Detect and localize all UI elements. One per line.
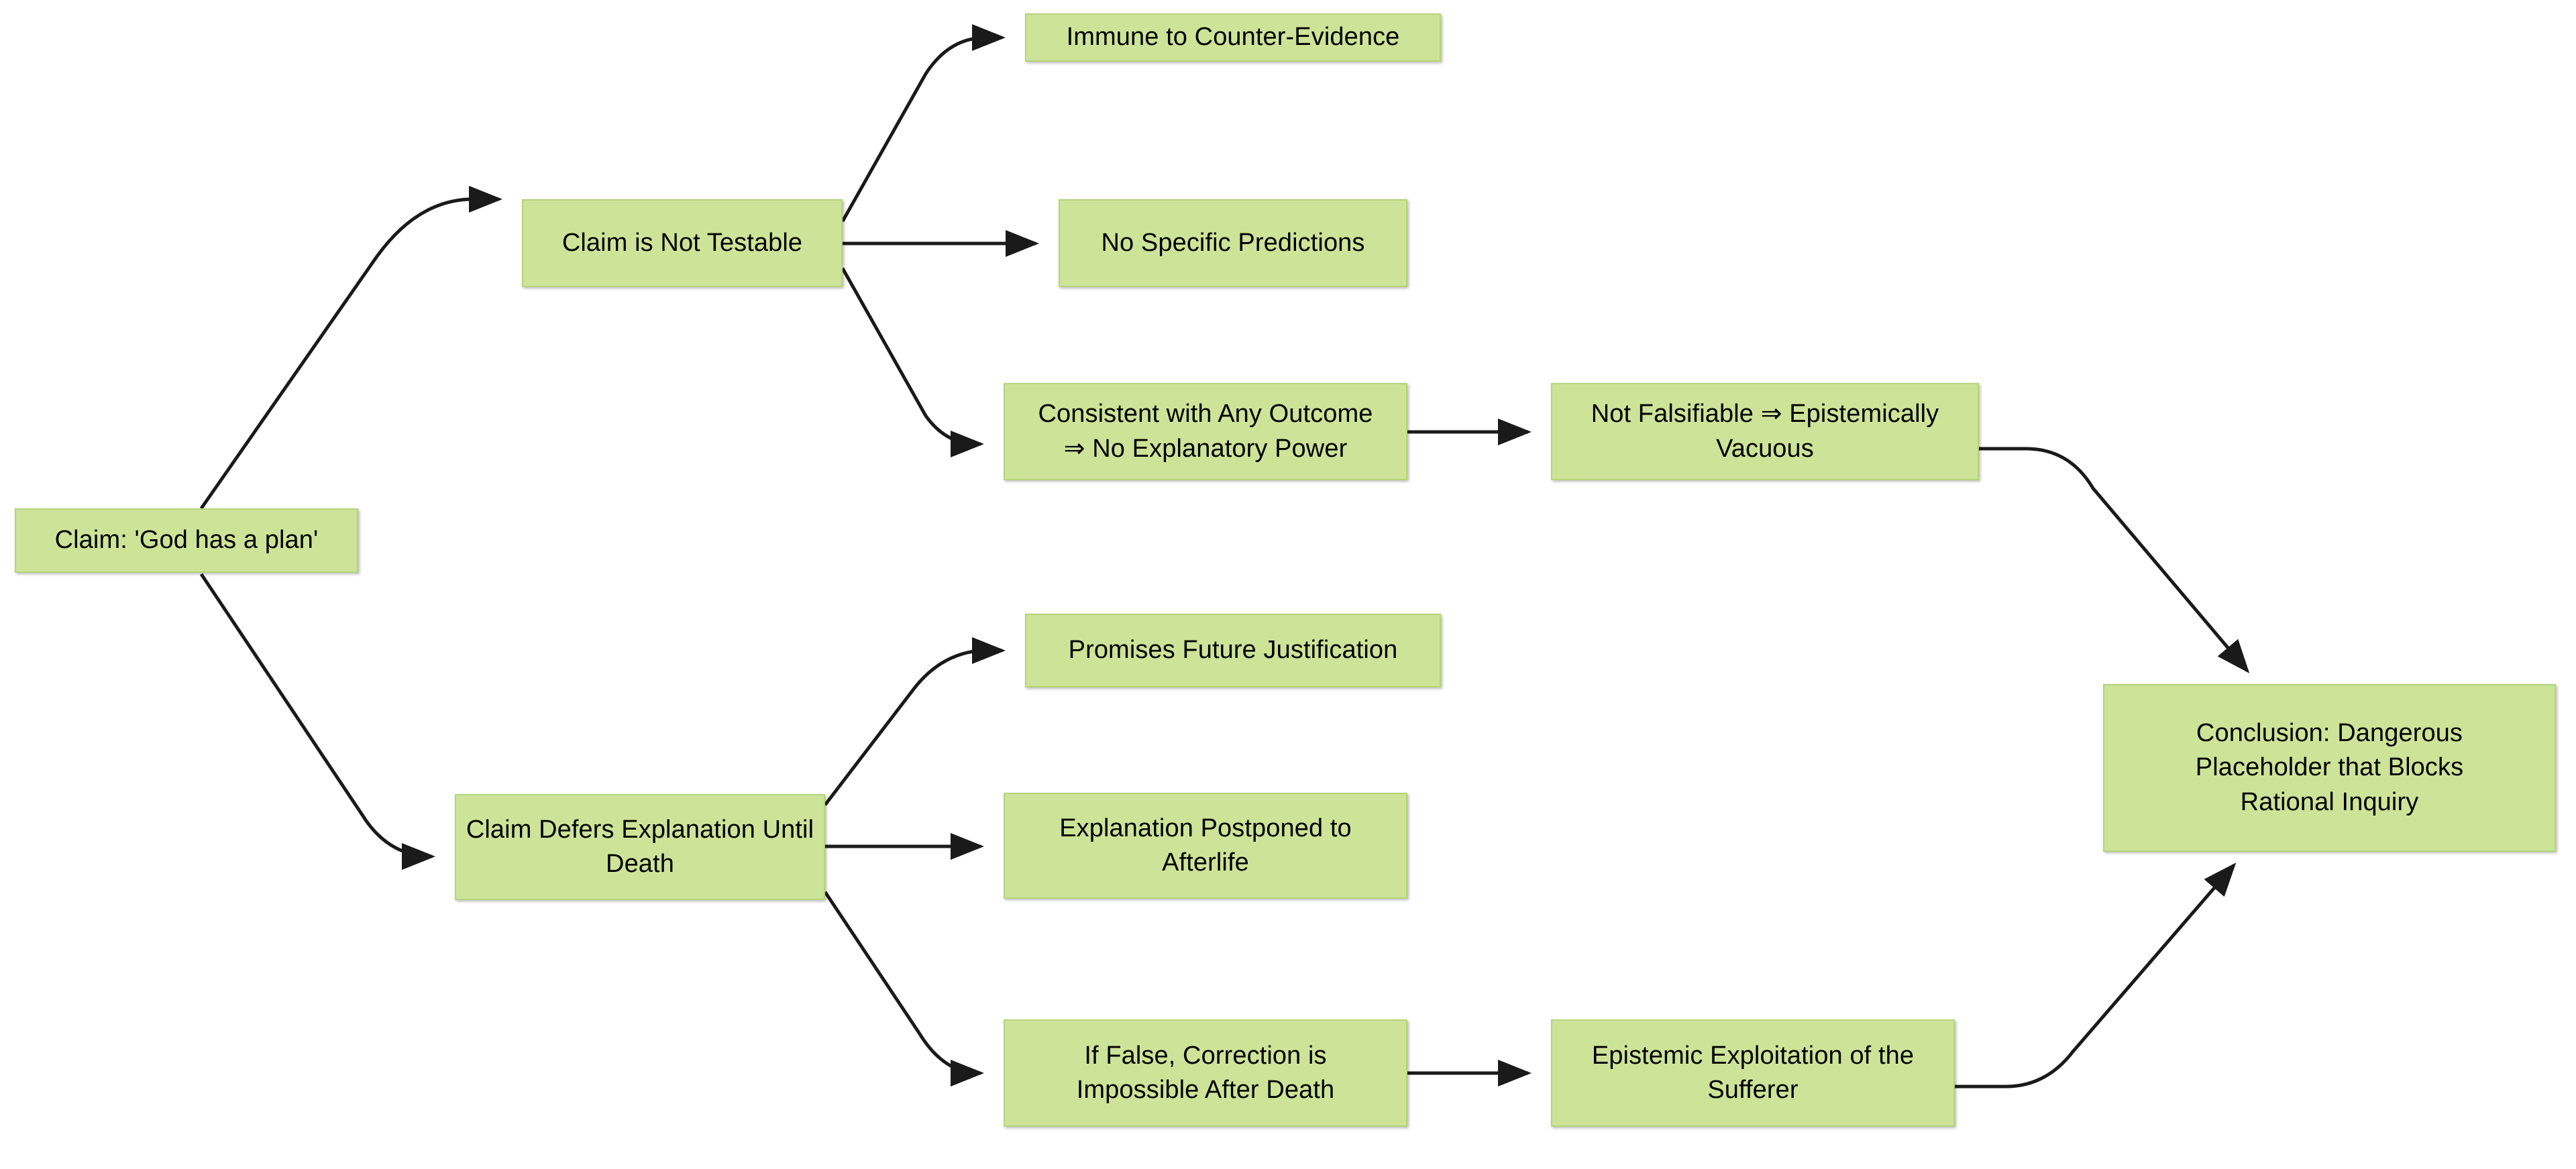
node-label-no-predictions: No Specific Predictions bbox=[1101, 228, 1365, 257]
node-not-falsifiable[interactable]: Not Falsifiable ⇒ Epistemically Vacuous bbox=[1551, 383, 1979, 480]
node-label-epistemic-exploitation: Epistemic Exploitation of the Sufferer bbox=[1591, 1041, 1915, 1104]
node-label-root: Claim: 'God has a plan' bbox=[54, 526, 319, 555]
node-immune[interactable]: Immune to Counter-Evidence bbox=[1025, 13, 1441, 62]
node-label-correction-impossible: If False, Correction is Impossible After… bbox=[1076, 1041, 1335, 1104]
edge-defers-explanation-to-promises-future bbox=[824, 637, 1006, 806]
node-label-promises-future: Promises Future Justification bbox=[1068, 636, 1398, 665]
node-conclusion[interactable]: Conclusion: Dangerous Placeholder that B… bbox=[2103, 684, 2556, 852]
edges-group bbox=[199, 24, 2250, 1089]
edge-not-falsifiable-to-conclusion bbox=[1979, 447, 2250, 673]
node-label-not-testable: Claim is Not Testable bbox=[561, 228, 803, 257]
node-label-not-falsifiable: Not Falsifiable ⇒ Epistemically Vacuous bbox=[1591, 400, 1939, 463]
node-not-testable[interactable]: Claim is Not Testable bbox=[522, 199, 843, 287]
node-correction-impossible[interactable]: If False, Correction is Impossible After… bbox=[1004, 1019, 1407, 1127]
node-postponed-afterlife[interactable]: Explanation Postponed to Afterlife bbox=[1004, 793, 1407, 899]
node-no-predictions[interactable]: No Specific Predictions bbox=[1059, 199, 1407, 287]
edge-epistemic-exploitation-to-conclusion bbox=[1955, 862, 2237, 1089]
node-root[interactable]: Claim: 'God has a plan' bbox=[15, 508, 358, 573]
edge-not-testable-to-immune bbox=[841, 24, 1006, 223]
node-promises-future[interactable]: Promises Future Justification bbox=[1025, 614, 1441, 687]
edge-defers-explanation-to-correction-impossible bbox=[823, 891, 984, 1087]
edge-root-to-not-testable bbox=[199, 186, 502, 510]
node-label-immune: Immune to Counter-Evidence bbox=[1066, 23, 1400, 52]
node-consistent-any-outcome[interactable]: Consistent with Any Outcome ⇒ No Explana… bbox=[1004, 383, 1407, 480]
node-label-postponed-afterlife: Explanation Postponed to Afterlife bbox=[1059, 814, 1352, 877]
edge-not-testable-to-consistent-any-outcome bbox=[841, 267, 984, 457]
edge-root-to-defers-explanation bbox=[199, 573, 435, 870]
node-epistemic-exploitation[interactable]: Epistemic Exploitation of the Sufferer bbox=[1551, 1019, 1955, 1127]
node-defers-explanation[interactable]: Claim Defers Explanation Until Death bbox=[455, 794, 825, 900]
node-label-conclusion: Conclusion: Dangerous Placeholder that B… bbox=[2195, 719, 2464, 816]
node-label-defers-explanation: Claim Defers Explanation Until Death bbox=[466, 815, 814, 878]
node-label-consistent-any-outcome: Consistent with Any Outcome ⇒ No Explana… bbox=[1038, 400, 1373, 463]
